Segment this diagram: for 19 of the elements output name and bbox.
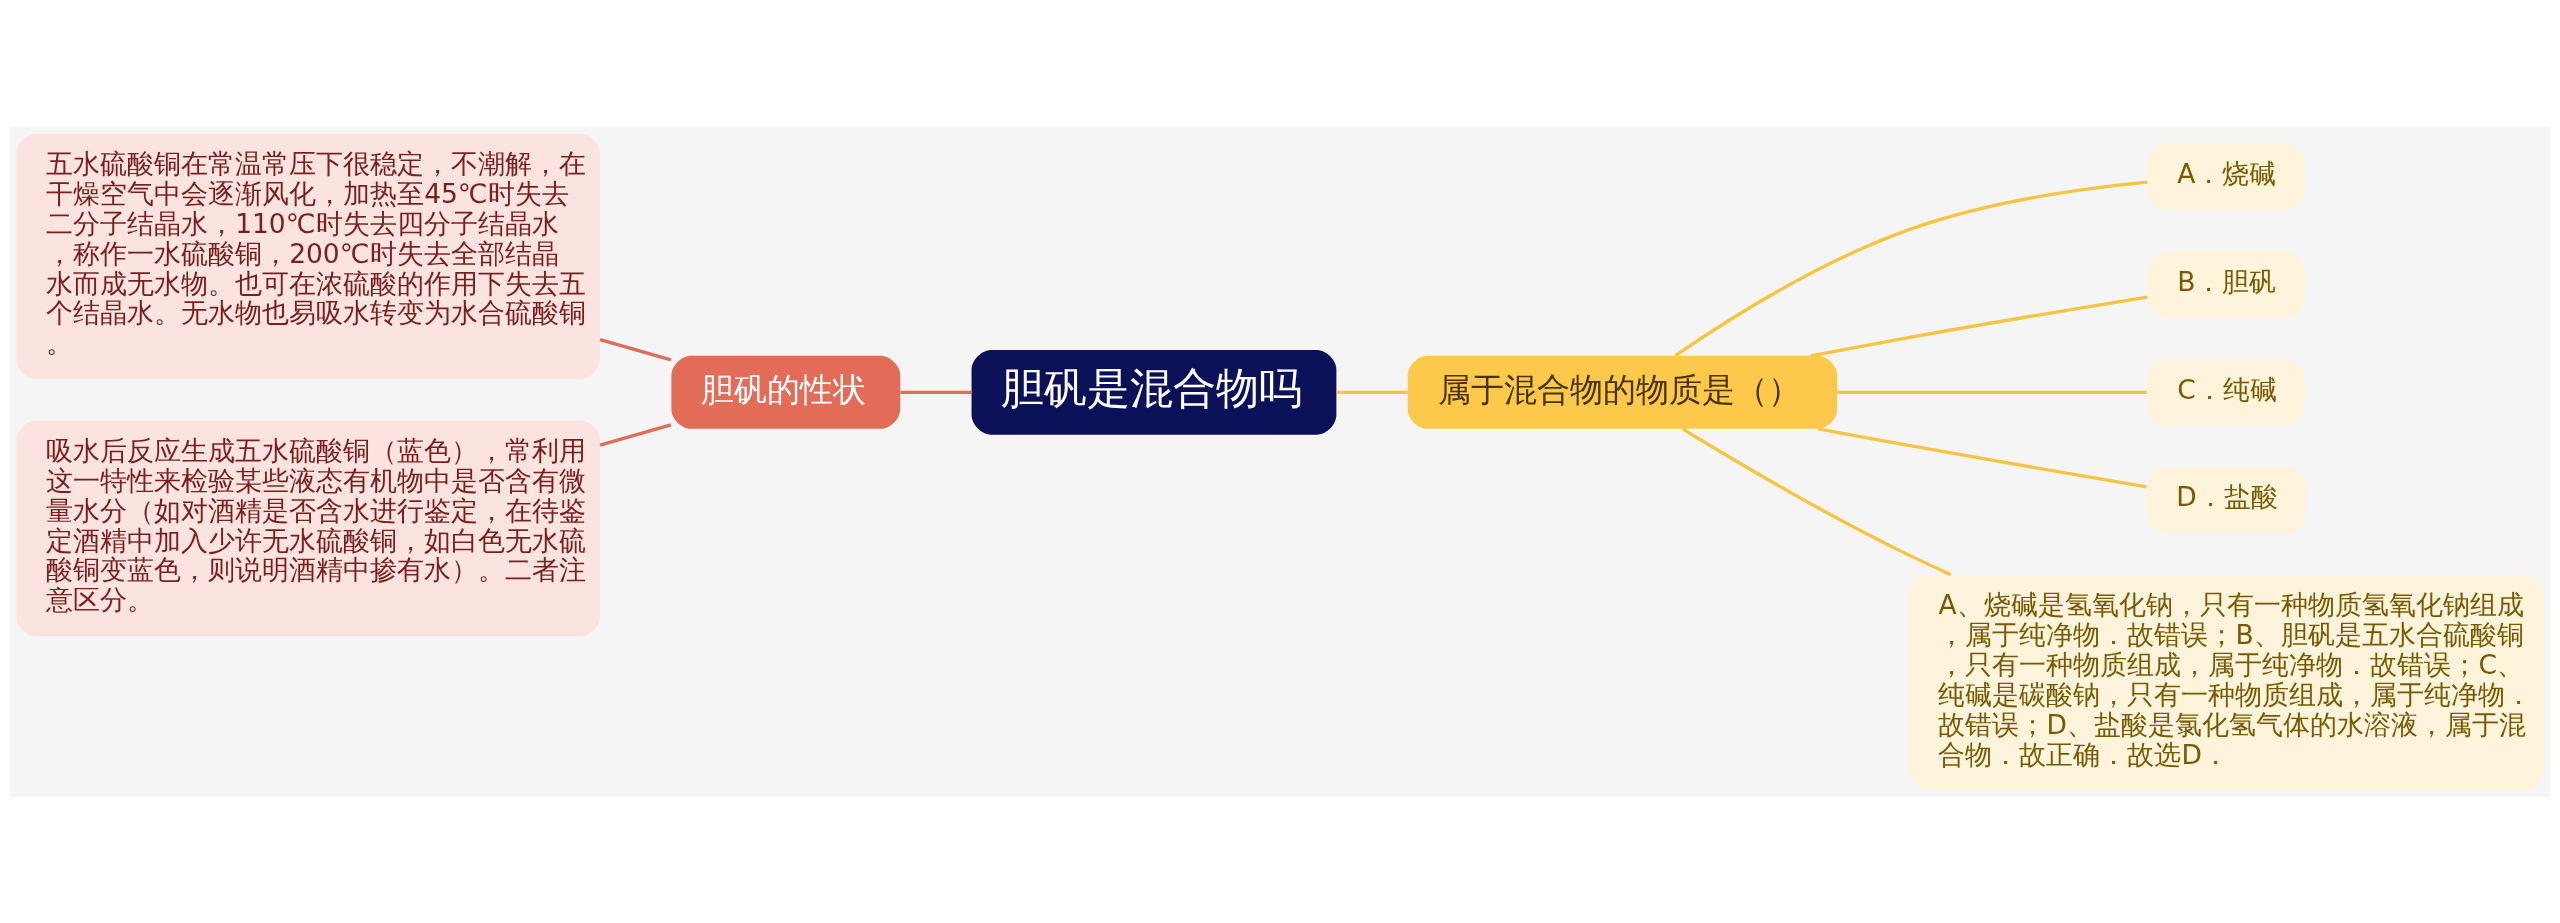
connector	[1810, 294, 2148, 357]
node-box: B．胆矾	[2147, 250, 2305, 318]
connector	[900, 390, 972, 394]
node-box: 吸水后反应生成五水硫酸铜（蓝色），常利用这一特性来检验某些液态有机物中是否含有微量水分（如对酒精是否含水进行鉴定，在待鉴定酒精中加入少许无水硫酸铜，如白色无水硫酸铜变蓝色，则说明酒精中掺有水）。二者注意区分。	[16, 420, 601, 636]
node-box: A、烧碱是氢氧化钠，只有一种物质氢氧化钠组成，属于纯净物．故错误；B、胆矾是五水合硫酸铜，只有一种物质组成，属于纯净物．故错误；C、纯碱是碳酸钠，只有一种物质组成，属于纯净物．故错误；D、盐酸是氯化氢气体的水溶液，属于混合物．故正确．故选D．	[1908, 574, 2544, 790]
connector	[599, 337, 672, 361]
node-box: C．纯碱	[2147, 358, 2305, 425]
node-box: D．盐酸	[2146, 466, 2306, 533]
node-box: 属于混合物的物质是（）	[1407, 355, 1838, 429]
connector	[1837, 390, 2147, 394]
connector	[1674, 179, 2148, 357]
connector	[1818, 426, 2147, 489]
connector	[599, 422, 672, 447]
node-box: 胆矾的性状	[671, 355, 901, 429]
node-box: 胆矾是混合物吗	[971, 349, 1337, 435]
node-box: 五水硫酸铜在常温常压下很稳定，不潮解，在干燥空气中会逐渐风化，加热至45℃时失去二分子结晶水，110℃时失去四分子结晶水，称作一水硫酸铜，200℃时失去全部结晶水而成无水物。也可在浓硫酸的作用下失去五个结晶水。无水物也易吸水转变为水合硫酸铜。	[16, 133, 601, 379]
node-box: A．烧碱	[2147, 143, 2305, 210]
connector	[1336, 390, 1408, 394]
connector	[1681, 427, 1952, 576]
